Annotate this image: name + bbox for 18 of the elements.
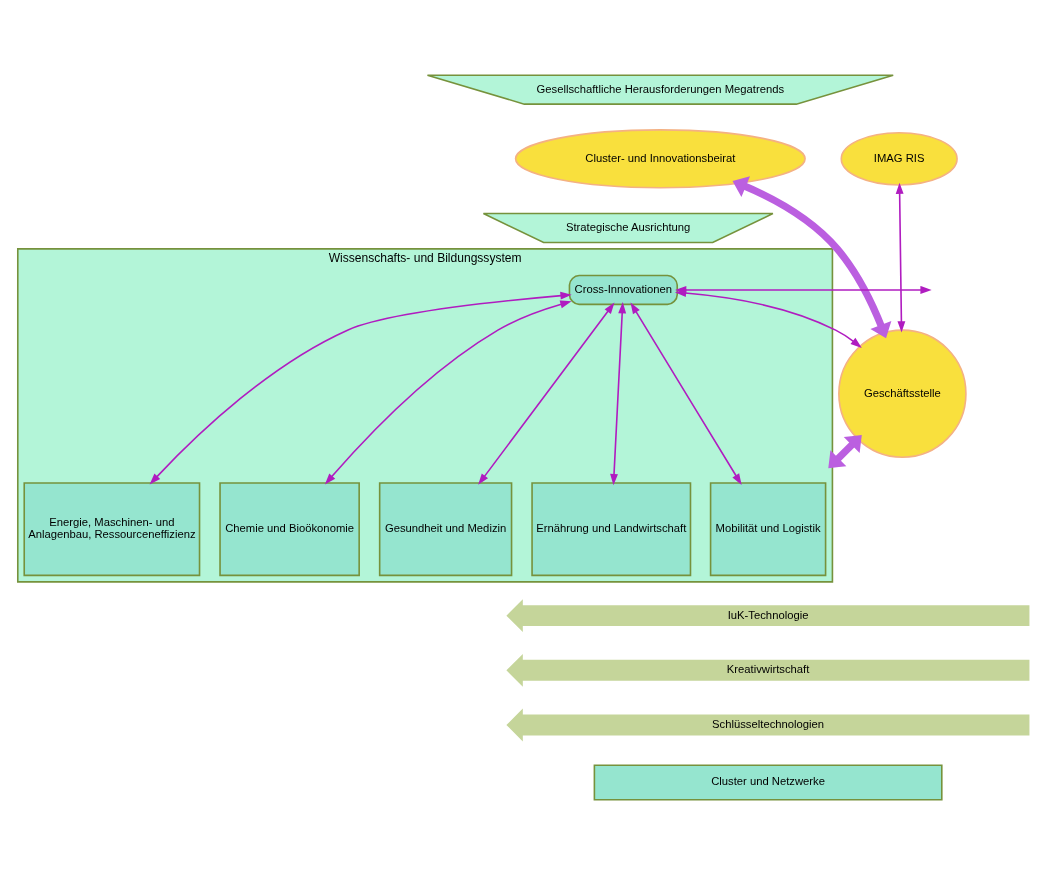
node-circle: Geschäftsstelle [838, 328, 967, 458]
arrow [828, 434, 862, 468]
node-box: Energie, Maschinen- und Anlagenbau, Ressourceneffizienz [23, 481, 201, 576]
arrow [630, 301, 742, 485]
node-ellipse: Cluster- und Innovationsbeirat [514, 128, 806, 189]
node-box: Cluster und Netzwerke [593, 763, 943, 801]
node-box: Mobilität und Logistik [709, 481, 827, 576]
node-box: Ernährung und Landwirtschaft [531, 481, 692, 576]
node-box: Cross-Innovationen [568, 274, 679, 305]
node-ellipse: IMAG RIS [840, 131, 958, 186]
arrow [732, 175, 892, 338]
arrow [478, 302, 615, 485]
arrow [149, 291, 572, 485]
arrow [610, 301, 627, 485]
node-box: Chemie und Bioökonomie [219, 481, 360, 576]
arrow [324, 300, 572, 485]
node-box: Gesundheit und Medizin [378, 481, 513, 576]
arrow [895, 182, 906, 333]
